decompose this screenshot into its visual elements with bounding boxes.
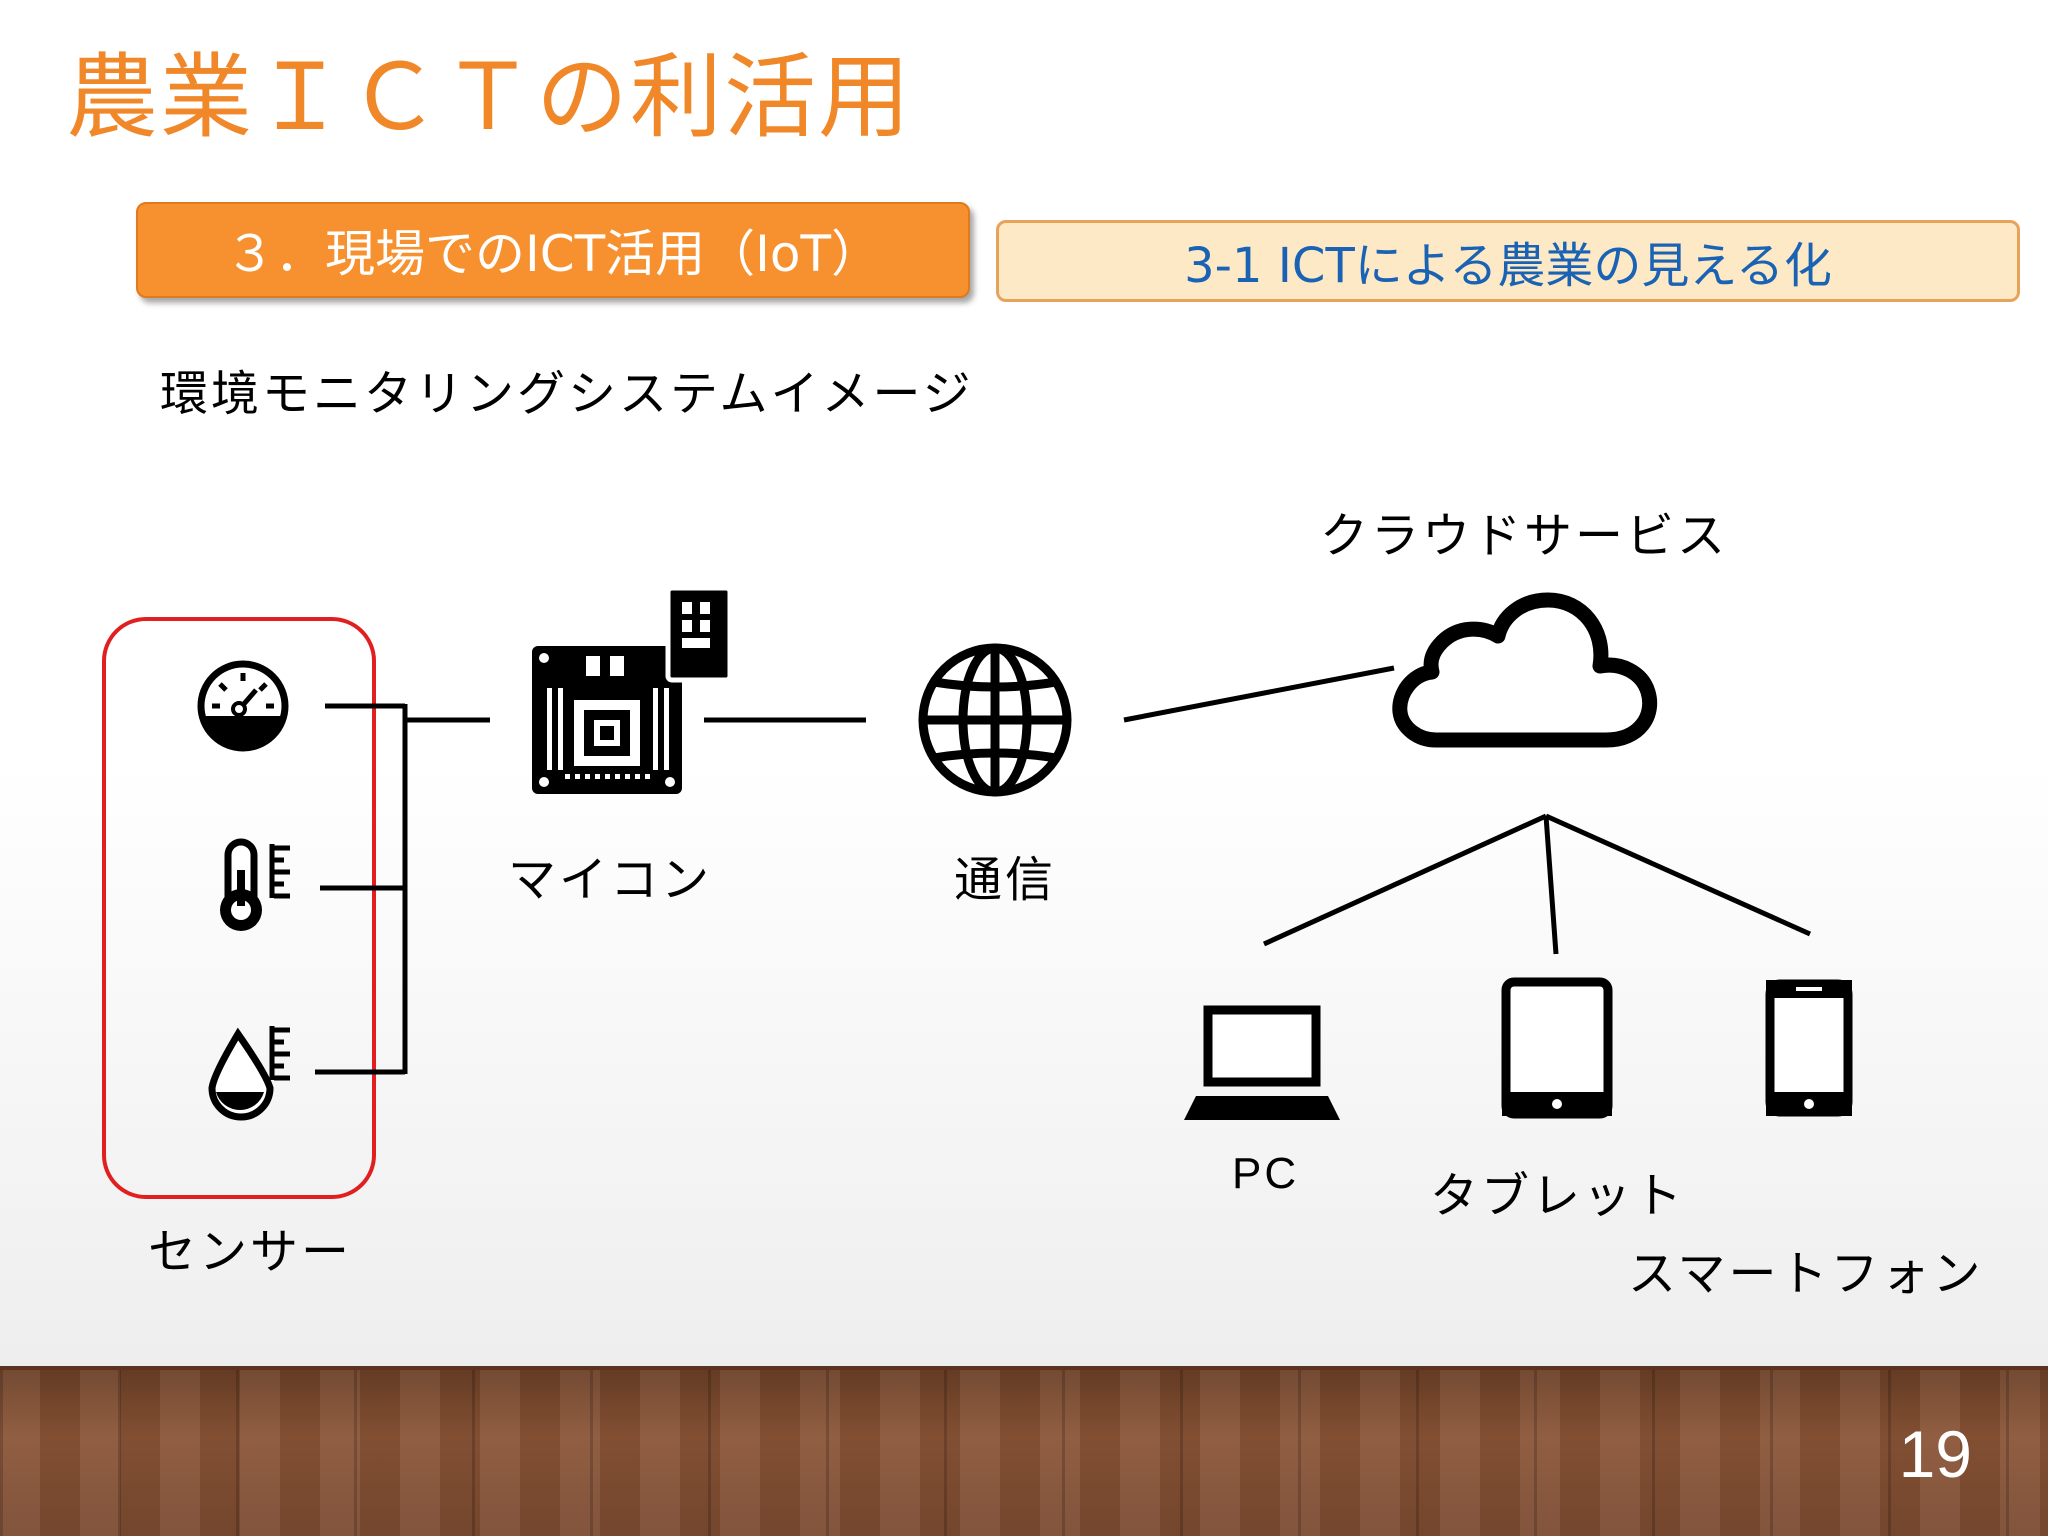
microcontroller-label: マイコン xyxy=(508,852,713,908)
section-label: ３．現場でのICT活用（IoT） xyxy=(224,225,882,283)
section-header: ３．現場でのICT活用（IoT） xyxy=(136,202,970,298)
cloud-icon xyxy=(1392,592,1658,748)
pc-label: PC xyxy=(1232,1149,1300,1198)
cloud-label: クラウドサービス xyxy=(1320,508,1729,564)
page-number: 19 xyxy=(1898,1417,1972,1491)
wooden-floor-background xyxy=(0,1370,2048,1536)
subsection-label: 3-1 ICTによる農業の見える化 xyxy=(1184,238,1832,294)
smartphone-label: スマートフォン xyxy=(1628,1246,1984,1302)
sensor-frame xyxy=(102,617,376,1199)
link-network-cloud xyxy=(1123,665,1395,723)
subsection-header: 3-1 ICTによる農業の見える化 xyxy=(996,220,2020,302)
sensor-label: センサー xyxy=(148,1224,353,1280)
sensor-wiring xyxy=(315,703,490,1075)
slide-title: 農業ＩＣＴの利活用 xyxy=(66,44,913,151)
smartphone-icon xyxy=(1765,979,1853,1117)
tablet-label: タブレット xyxy=(1430,1168,1686,1224)
cloud-device-links xyxy=(1262,813,1812,955)
network-label: 通信 xyxy=(954,852,1057,908)
gauge-icon xyxy=(197,660,289,752)
diagram-title: 環境モニタリングシステムイメージ xyxy=(160,366,974,422)
thermometer-icon xyxy=(220,838,290,931)
microcontroller-icon xyxy=(532,585,733,794)
humidity-icon xyxy=(208,1026,290,1121)
tablet-icon xyxy=(1501,977,1613,1119)
floor-edge xyxy=(0,1366,2048,1372)
laptop-icon xyxy=(1184,1005,1340,1120)
globe-icon xyxy=(918,643,1072,797)
